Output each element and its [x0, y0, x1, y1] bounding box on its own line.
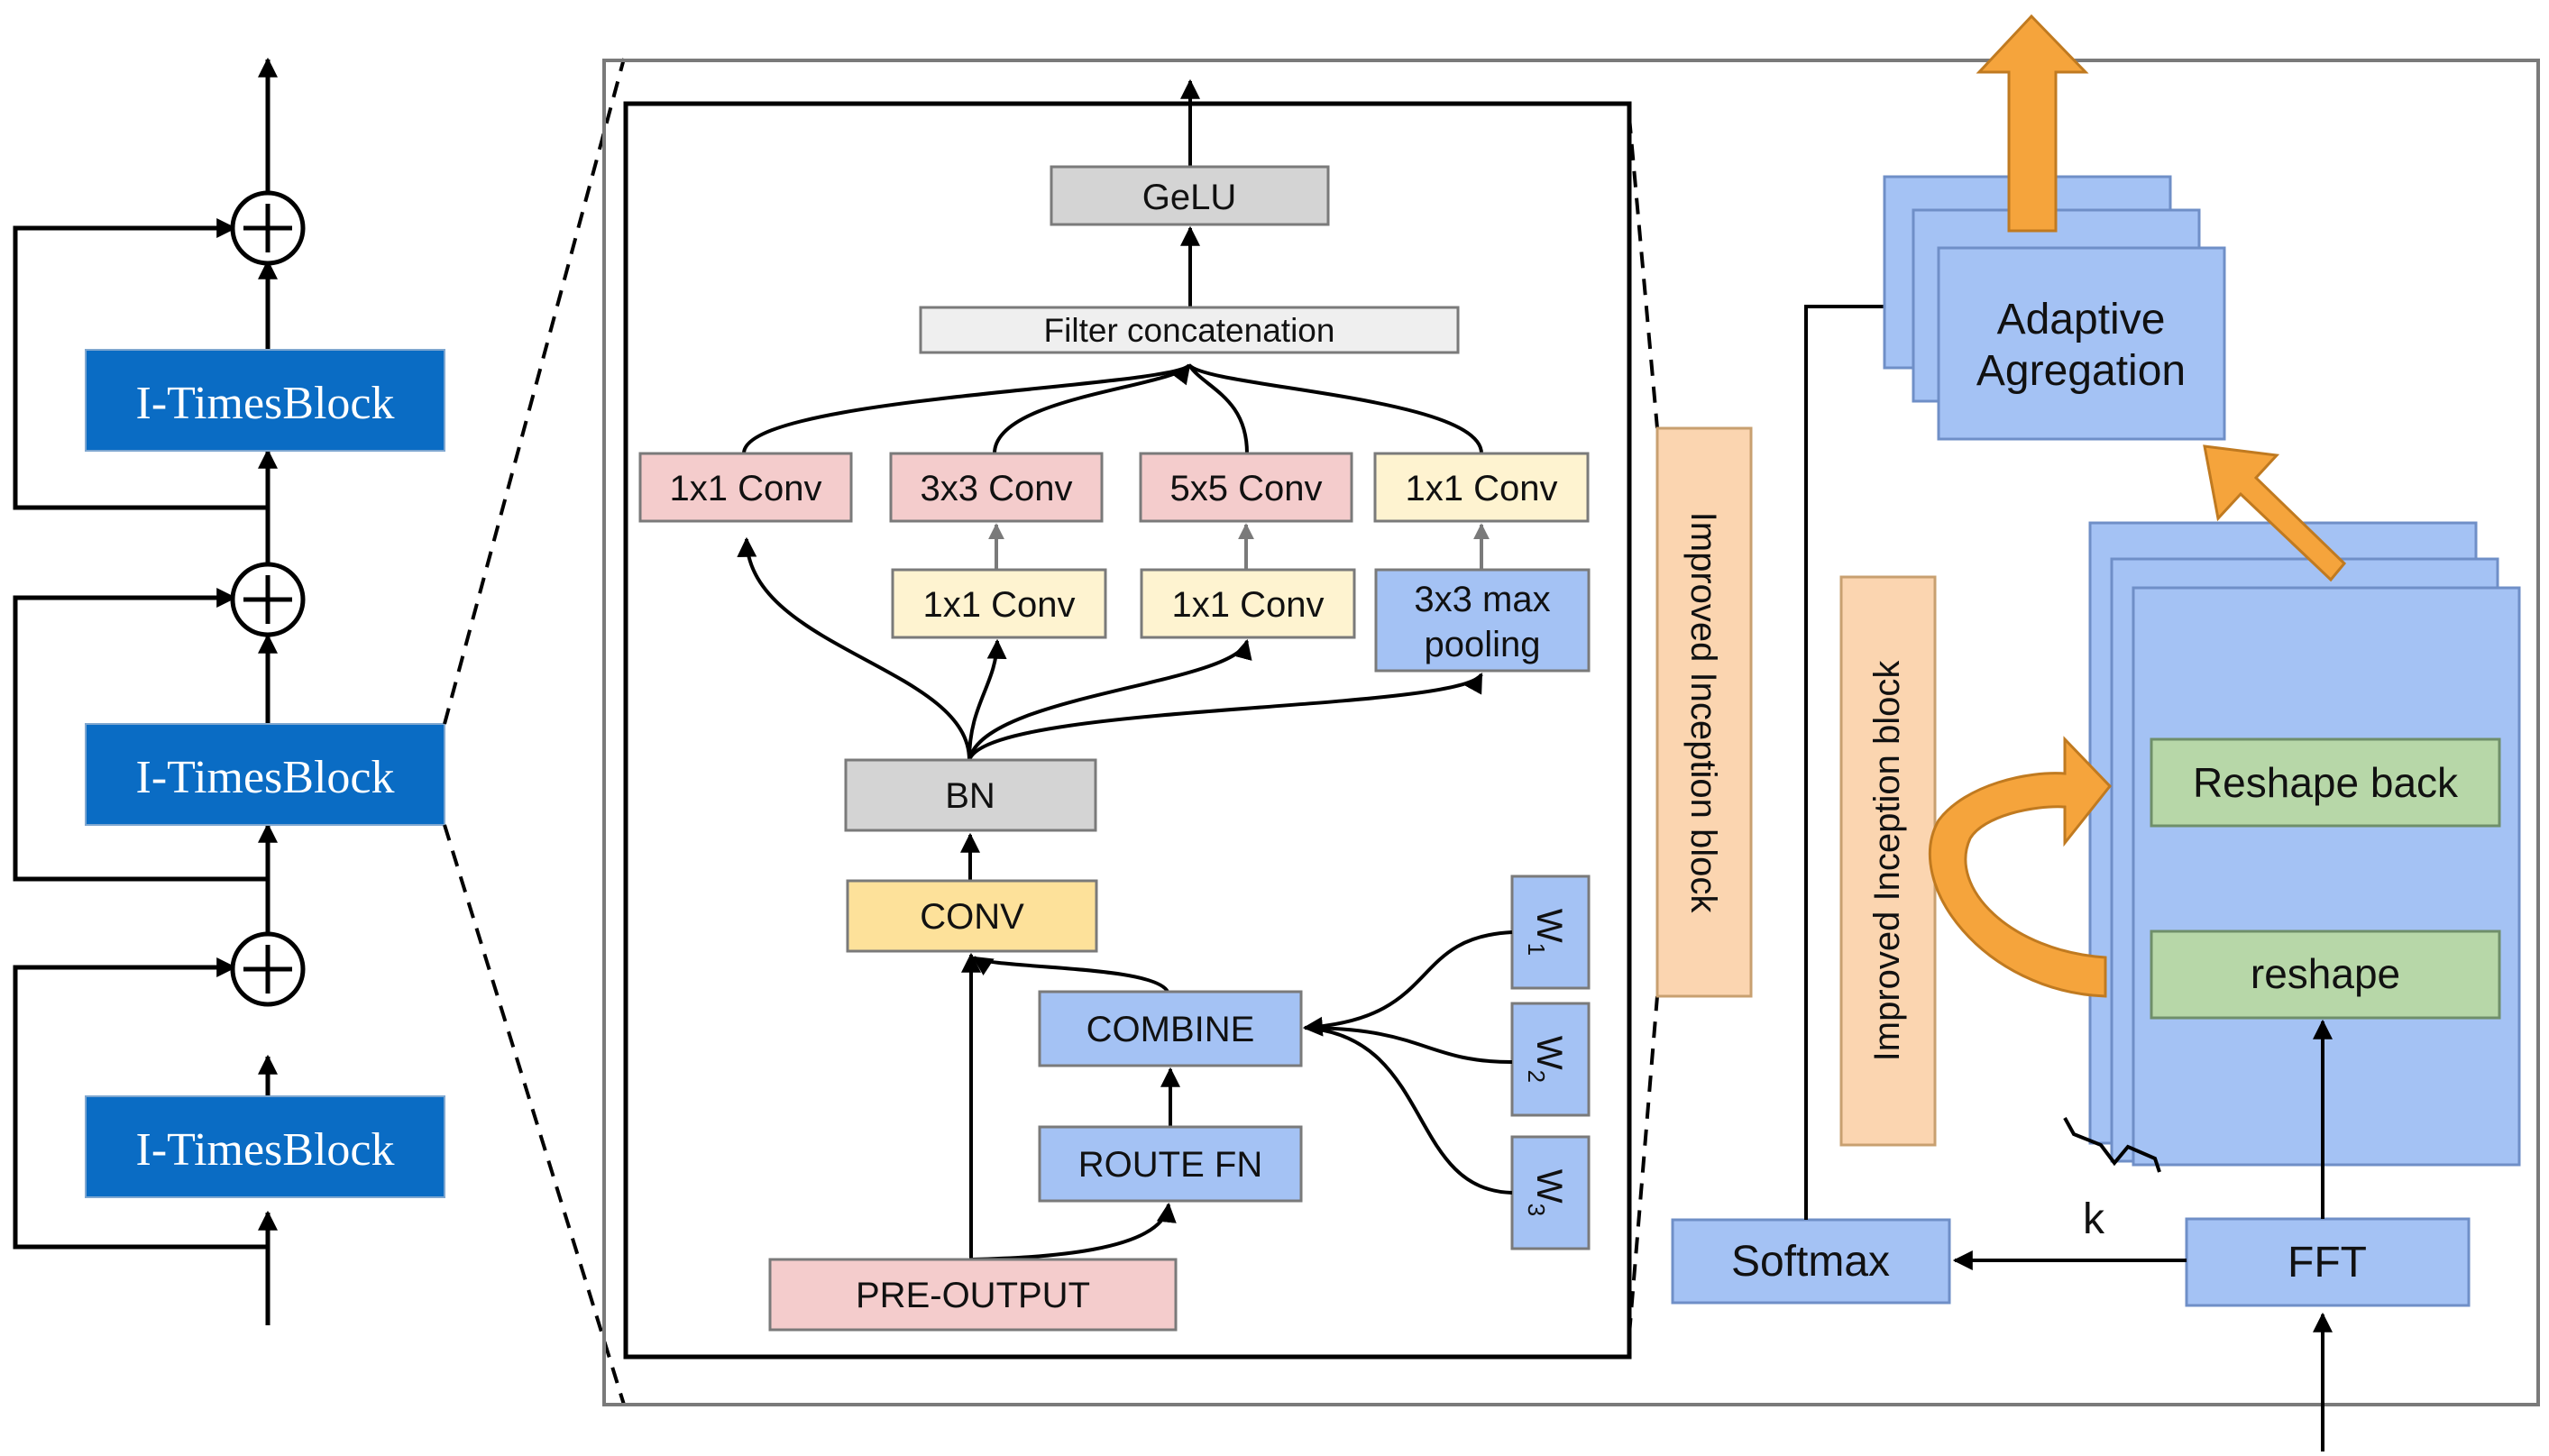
- conv-3x3-box: 3x3 Conv: [889, 452, 1104, 523]
- stack-sheet-front: [2132, 586, 2521, 1167]
- inception-panel: GeLU Filter concatenation 1x1 Conv 3x3 C…: [623, 78, 1659, 1360]
- softmax-box: Softmax: [1671, 1218, 1951, 1305]
- adder-bottom: [230, 931, 306, 1007]
- maxpool-box: 3x3 max pooling: [1374, 568, 1591, 673]
- outer-panel: [602, 59, 2540, 1406]
- conv-label: CONV: [920, 897, 1024, 937]
- i-timesblock-bottom-label: I-TimesBlock: [136, 1124, 395, 1176]
- improved-inception-bar: Improved Inception block: [1655, 426, 1753, 998]
- diagonal-orange-arrow: [2203, 444, 2347, 582]
- adder-top: [230, 190, 306, 266]
- filter-concat-label: Filter concatenation: [1044, 312, 1335, 349]
- right-panel: Improved Inception block Improved Incept…: [1655, 14, 2521, 1451]
- conv-1x1-b-label: 1x1 Conv: [923, 585, 1076, 625]
- combine-label: COMBINE: [1087, 1010, 1255, 1049]
- reshape-box: reshape: [2150, 929, 2501, 1020]
- bn-label: BN: [945, 776, 995, 816]
- k-brace: [2063, 1117, 2161, 1173]
- conv-5x5-label: 5x5 Conv: [1170, 469, 1323, 508]
- adder-middle: [230, 562, 306, 637]
- weight-w1-label: W1: [1523, 909, 1569, 956]
- link-line-bottom: [1628, 995, 1659, 1335]
- curved-orange-arrow: [1928, 736, 2112, 998]
- adaptive-agregation-box: Adaptive Agregation: [1937, 246, 2226, 441]
- conv-1x1-a-box: 1x1 Conv: [638, 452, 853, 523]
- weight-w3-label: W3: [1523, 1169, 1569, 1216]
- fft-label: FFT: [2288, 1239, 2367, 1287]
- improved-inception-bar-2: Improved Inception block: [1839, 575, 1937, 1147]
- link-line-top: [1628, 116, 1659, 429]
- softmax-label: Softmax: [1731, 1238, 1890, 1286]
- conv-1x1-d-box: 1x1 Conv: [1373, 452, 1590, 523]
- i-timesblock-top-label: I-TimesBlock: [136, 378, 395, 429]
- i-timesblock-top: I-TimesBlock: [85, 349, 445, 452]
- gelu-box: GeLU: [1050, 165, 1330, 226]
- conv-1x1-c-box: 1x1 Conv: [1140, 568, 1356, 639]
- conv-5x5-box: 5x5 Conv: [1139, 452, 1353, 523]
- fft-box: FFT: [2185, 1217, 2471, 1307]
- route-fn-box: ROUTE FN: [1038, 1125, 1303, 1203]
- improved-inception-bar-label: Improved Inception block: [1683, 512, 1723, 914]
- output-up-arrow: [1976, 14, 2089, 233]
- weight-w3-box: W3: [1510, 1135, 1591, 1250]
- maxpool-label-line1: 3x3 max: [1414, 580, 1550, 619]
- pre-output-label: PRE-OUTPUT: [856, 1276, 1090, 1315]
- i-timesblock-middle-label: I-TimesBlock: [136, 752, 395, 803]
- route-fn-label: ROUTE FN: [1078, 1145, 1262, 1185]
- weight-w2-label: W2: [1523, 1036, 1569, 1083]
- conv-1x1-b-box: 1x1 Conv: [891, 568, 1107, 639]
- reshape-back-label: Reshape back: [2193, 759, 2459, 806]
- conv-box: CONV: [846, 879, 1098, 953]
- zoom-line-top: [443, 58, 626, 725]
- pre-output-box: PRE-OUTPUT: [768, 1258, 1178, 1332]
- maxpool-label-line2: pooling: [1424, 625, 1540, 664]
- filter-concat-box: Filter concatenation: [919, 306, 1460, 354]
- adaptive-label-line1: Adaptive: [1997, 296, 2166, 343]
- conv-1x1-a-label: 1x1 Conv: [670, 469, 822, 508]
- weight-w2-box: W2: [1510, 1002, 1591, 1117]
- i-timesblock-middle: I-TimesBlock: [85, 723, 445, 826]
- k-label: k: [2083, 1195, 2105, 1243]
- improved-inception-bar-2-label: Improved Inception block: [1867, 660, 1907, 1062]
- conv-1x1-c-label: 1x1 Conv: [1172, 585, 1325, 625]
- adaptive-label-line2: Agregation: [1976, 347, 2186, 395]
- weight-w1-box: W1: [1510, 875, 1591, 990]
- i-timesblock-bottom: I-TimesBlock: [85, 1095, 445, 1198]
- combine-box: COMBINE: [1038, 990, 1303, 1067]
- left-stack: I-TimesBlock I-TimesBlock I-TimesBlock: [13, 57, 626, 1406]
- conv-1x1-d-label: 1x1 Conv: [1406, 469, 1558, 508]
- reshape-label: reshape: [2251, 950, 2400, 997]
- gelu-label: GeLU: [1142, 178, 1237, 217]
- conv-3x3-label: 3x3 Conv: [921, 469, 1073, 508]
- reshape-back-box: Reshape back: [2150, 737, 2501, 828]
- zoom-line-bottom: [443, 824, 626, 1406]
- bn-box: BN: [844, 758, 1097, 832]
